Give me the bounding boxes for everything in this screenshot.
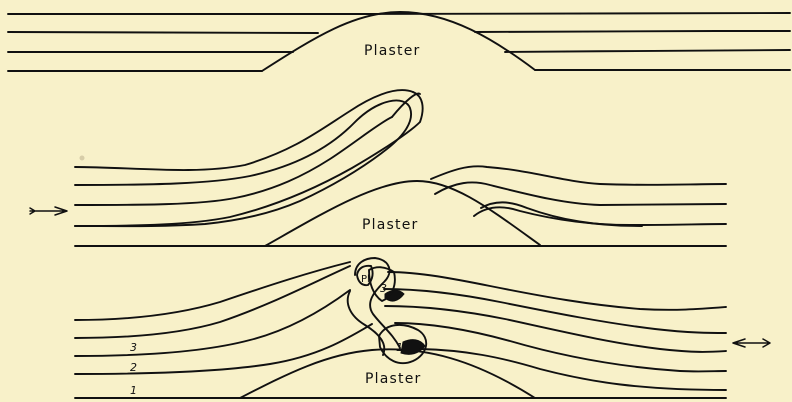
bottom-layer-label-3: 3: [130, 341, 137, 354]
panel-top: Plaster: [8, 12, 790, 71]
bottom-plaster-label: Plaster: [365, 371, 421, 387]
middle-right-layer-3: [474, 207, 726, 225]
middle-layer-3-left: [75, 117, 392, 205]
bottom-left-layer-top: [75, 262, 350, 320]
bottom-block-label-1: 1: [396, 341, 403, 354]
top-plaster-label: Plaster: [364, 43, 420, 59]
middle-left-arrow: [30, 207, 67, 215]
top-layer-3-right: [505, 50, 790, 52]
panel-bottom: Plaster 3 2 1 Pl 3 1: [75, 258, 770, 398]
bottom-right-layer-5: [420, 349, 726, 390]
bottom-left-layer-1: [75, 324, 372, 374]
middle-layer-2-left: [75, 92, 423, 226]
bottom-layer-label-1: 1: [130, 384, 137, 397]
bottom-right-layer-1: [388, 272, 726, 310]
bottom-black-fill-upper: [385, 290, 404, 301]
top-plaster-mound: [262, 12, 535, 71]
bottom-left-layer-3: [75, 266, 350, 338]
top-layer-2: [8, 32, 318, 33]
middle-plaster-label: Plaster: [362, 217, 418, 233]
middle-right-layer-4: [481, 202, 642, 226]
top-layer-2-right: [475, 31, 790, 32]
bottom-layer-label-2: 2: [130, 361, 137, 374]
bottom-left-layer-2: [75, 290, 350, 356]
panel-middle: Plaster: [30, 90, 726, 246]
top-layer-1: [8, 13, 790, 14]
bottom-right-arrow: [733, 339, 770, 347]
bottom-central-fold-left: [348, 291, 385, 355]
ink-dot: [80, 156, 85, 161]
bottom-block-label-pl: Pl: [361, 274, 370, 285]
bottom-block-label-3: 3: [380, 282, 387, 295]
